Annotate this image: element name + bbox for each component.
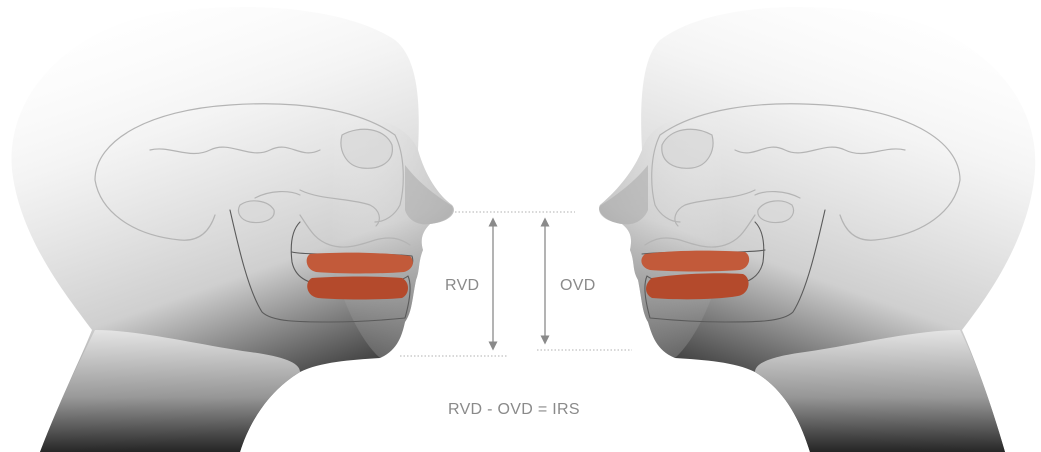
left-upper-occlusion-rim bbox=[307, 253, 413, 274]
left-lower-occlusion-rim bbox=[307, 277, 408, 300]
right-head bbox=[599, 7, 1035, 452]
right-lower-occlusion-rim bbox=[646, 273, 749, 299]
ovd-label: OVD bbox=[560, 277, 596, 294]
right-orbit bbox=[662, 129, 713, 168]
left-head bbox=[11, 7, 453, 452]
dimension-guides: RVD OVD RVD - OVD = IRS bbox=[400, 212, 632, 418]
right-nose-shading bbox=[599, 165, 648, 224]
rvd-label: RVD bbox=[445, 277, 479, 294]
left-ear-opening bbox=[238, 201, 274, 223]
right-upper-occlusion-rim bbox=[641, 251, 749, 272]
left-nose-shading bbox=[405, 165, 453, 224]
formula-text: RVD - OVD = IRS bbox=[448, 401, 580, 418]
right-ear-opening bbox=[758, 201, 794, 223]
left-orbit bbox=[341, 129, 392, 168]
